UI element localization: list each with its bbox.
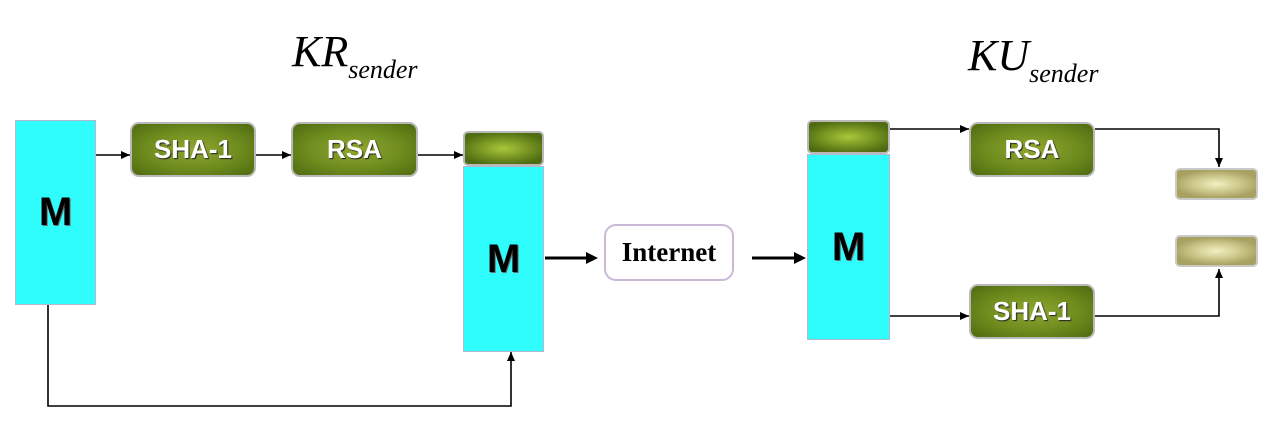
internet-label: Internet	[621, 237, 717, 267]
sender-signature-block	[463, 131, 544, 166]
arrow-rsa-to-compare	[1095, 128, 1223, 167]
sender-message-block: M	[15, 120, 96, 305]
receiver-signature-block	[807, 120, 890, 154]
arrowhead-to-internet	[586, 252, 598, 264]
sender-private-key-label: KRsender	[292, 26, 418, 84]
message-label: M	[38, 190, 73, 234]
message-label: M	[831, 224, 866, 269]
arrow-message-bypass	[47, 305, 515, 407]
arrowhead-from-internet	[794, 252, 806, 264]
sender-public-key-label: KUsender	[968, 30, 1098, 88]
sha1-label: SHA-1	[992, 296, 1071, 326]
receiver-sha1-box: SHA-1	[969, 284, 1095, 339]
receiver-message-block: M	[807, 154, 890, 340]
rsa-label: RSA	[1004, 134, 1060, 164]
sha1-label: SHA-1	[153, 134, 232, 164]
receiver-rsa-box: RSA	[969, 122, 1095, 177]
key-sub-text: sender	[348, 55, 418, 84]
computed-hash-block	[1175, 235, 1258, 267]
arrow-sha1-to-compare	[1095, 269, 1223, 317]
key-sub-text: sender	[1029, 59, 1099, 88]
message-label: M	[486, 236, 521, 281]
rsa-label: RSA	[327, 134, 382, 164]
sender-signed-message-block: M	[463, 166, 544, 352]
sender-sha1-box: SHA-1	[130, 122, 256, 177]
key-main-text: KR	[292, 27, 349, 76]
key-main-text: KU	[968, 31, 1030, 80]
sender-rsa-box: RSA	[291, 122, 418, 177]
internet-box: Internet	[604, 224, 734, 281]
decrypted-hash-block	[1175, 168, 1258, 200]
